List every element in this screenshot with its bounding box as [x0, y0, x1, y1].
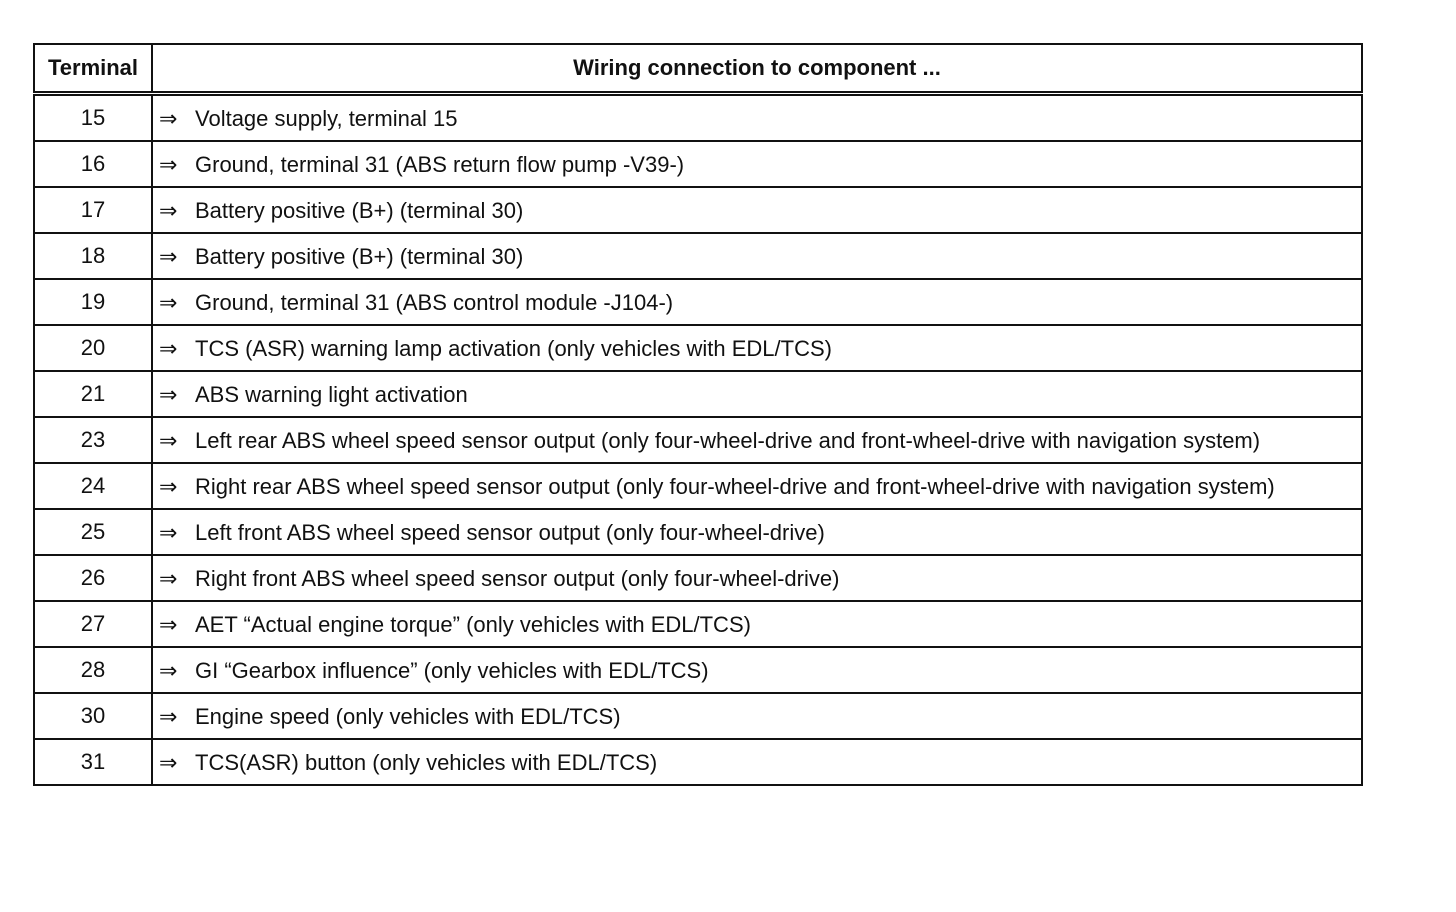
connection-content: ⇒ Left front ABS wheel speed sensor outpu…: [157, 519, 1353, 547]
connection-content: ⇒ TCS (ASR) warning lamp activation (only…: [157, 335, 1353, 363]
right-double-arrow-icon: ⇒: [159, 382, 178, 407]
terminal-number: 23: [33, 416, 153, 464]
table-row: 21⇒ ABS warning light activation: [33, 370, 1363, 418]
connection-content: ⇒ ABS warning light activation: [157, 381, 1353, 409]
connection-description: Right front ABS wheel speed sensor outpu…: [195, 566, 840, 591]
right-double-arrow-icon: ⇒: [159, 750, 178, 775]
connection-cell: ⇒ Battery positive (B+) (terminal 30): [151, 186, 1363, 234]
terminal-number: 18: [33, 232, 153, 280]
right-double-arrow-icon: ⇒: [159, 520, 178, 545]
connection-cell: ⇒ TCS(ASR) button (only vehicles with EDL…: [151, 738, 1363, 786]
right-double-arrow-icon: ⇒: [159, 106, 178, 131]
connection-cell: ⇒ Left front ABS wheel speed sensor outpu…: [151, 508, 1363, 556]
terminal-number: 26: [33, 554, 153, 602]
connection-description: ABS warning light activation: [195, 382, 468, 407]
connection-description: GI “Gearbox influence” (only vehicles wi…: [195, 658, 709, 683]
right-double-arrow-icon: ⇒: [159, 658, 178, 683]
connection-description: TCS (ASR) warning lamp activation (only …: [195, 336, 832, 361]
terminal-number: 31: [33, 738, 153, 786]
connection-description: Voltage supply, terminal 15: [195, 106, 458, 131]
connection-content: ⇒ Engine speed (only vehicles with EDL/TC…: [157, 703, 1353, 731]
right-double-arrow-icon: ⇒: [159, 198, 178, 223]
table-row: 16⇒ Ground, terminal 31 (ABS return flow …: [33, 140, 1363, 188]
terminal-number: 20: [33, 324, 153, 372]
terminal-number: 16: [33, 140, 153, 188]
connection-content: ⇒ AET “Actual engine torque” (only vehicl…: [157, 611, 1353, 639]
right-double-arrow-icon: ⇒: [159, 336, 178, 361]
table-row: 23⇒ Left rear ABS wheel speed sensor outp…: [33, 416, 1363, 464]
table-row: 25⇒ Left front ABS wheel speed sensor out…: [33, 508, 1363, 556]
connection-cell: ⇒ Voltage supply, terminal 15: [151, 92, 1363, 142]
connection-content: ⇒ TCS(ASR) button (only vehicles with EDL…: [157, 749, 1353, 777]
connection-cell: ⇒ Ground, terminal 31 (ABS return flow pu…: [151, 140, 1363, 188]
connection-cell: ⇒ TCS (ASR) warning lamp activation (only…: [151, 324, 1363, 372]
connection-cell: ⇒ Left rear ABS wheel speed sensor output…: [151, 416, 1363, 464]
table-row: 28⇒ GI “Gearbox influence” (only vehicles…: [33, 646, 1363, 694]
connection-cell: ⇒ ABS warning light activation: [151, 370, 1363, 418]
terminal-number: 24: [33, 462, 153, 510]
connection-description: Ground, terminal 31 (ABS control module …: [195, 290, 674, 315]
connection-cell: ⇒ GI “Gearbox influence” (only vehicles w…: [151, 646, 1363, 694]
terminal-number: 17: [33, 186, 153, 234]
connection-description: AET “Actual engine torque” (only vehicle…: [195, 612, 751, 637]
connection-description: TCS(ASR) button (only vehicles with EDL/…: [195, 750, 658, 775]
right-double-arrow-icon: ⇒: [159, 428, 178, 453]
connection-content: ⇒ Ground, terminal 31 (ABS return flow pu…: [157, 151, 1353, 179]
terminal-number: 28: [33, 646, 153, 694]
table-row: 15⇒ Voltage supply, terminal 15: [33, 92, 1363, 142]
connection-content: ⇒ Right front ABS wheel speed sensor outp…: [157, 565, 1353, 593]
connection-description: Battery positive (B+) (terminal 30): [195, 244, 524, 269]
header-terminal: Terminal: [33, 43, 153, 95]
connection-description: Battery positive (B+) (terminal 30): [195, 198, 524, 223]
connection-content: ⇒ Left rear ABS wheel speed sensor output…: [157, 427, 1353, 455]
terminal-number: 19: [33, 278, 153, 326]
connection-content: ⇒ Voltage supply, terminal 15: [157, 105, 1353, 133]
table-row: 17⇒ Battery positive (B+) (terminal 30): [33, 186, 1363, 234]
right-double-arrow-icon: ⇒: [159, 612, 178, 637]
connection-cell: ⇒ Ground, terminal 31 (ABS control module…: [151, 278, 1363, 326]
table-row: 18⇒ Battery positive (B+) (terminal 30): [33, 232, 1363, 280]
right-double-arrow-icon: ⇒: [159, 290, 178, 315]
right-double-arrow-icon: ⇒: [159, 152, 178, 177]
table-row: 24⇒ Right rear ABS wheel speed sensor out…: [33, 462, 1363, 510]
header-wiring-connection: Wiring connection to component ...: [151, 43, 1363, 95]
connection-cell: ⇒ Battery positive (B+) (terminal 30): [151, 232, 1363, 280]
connection-description: Engine speed (only vehicles with EDL/TCS…: [195, 704, 621, 729]
terminal-number: 27: [33, 600, 153, 648]
connection-description: Right rear ABS wheel speed sensor output…: [195, 474, 1275, 499]
terminal-number: 25: [33, 508, 153, 556]
connection-cell: ⇒ Right front ABS wheel speed sensor outp…: [151, 554, 1363, 602]
terminal-number: 21: [33, 370, 153, 418]
connection-content: ⇒ Ground, terminal 31 (ABS control module…: [157, 289, 1353, 317]
right-double-arrow-icon: ⇒: [159, 474, 178, 499]
table-row: 20⇒ TCS (ASR) warning lamp activation (on…: [33, 324, 1363, 372]
terminal-number: 30: [33, 692, 153, 740]
table-row: 26⇒ Right front ABS wheel speed sensor ou…: [33, 554, 1363, 602]
connection-description: Left front ABS wheel speed sensor output…: [195, 520, 825, 545]
table-header-row: Terminal Wiring connection to component …: [33, 43, 1363, 95]
terminal-number: 15: [33, 92, 153, 142]
connection-description: Ground, terminal 31 (ABS return flow pum…: [195, 152, 685, 177]
connection-cell: ⇒ Right rear ABS wheel speed sensor outpu…: [151, 462, 1363, 510]
table-row: 30⇒ Engine speed (only vehicles with EDL/…: [33, 692, 1363, 740]
connection-content: ⇒ Right rear ABS wheel speed sensor outpu…: [157, 473, 1353, 501]
connection-content: ⇒ GI “Gearbox influence” (only vehicles w…: [157, 657, 1353, 685]
connection-cell: ⇒ AET “Actual engine torque” (only vehicl…: [151, 600, 1363, 648]
table-row: 19⇒ Ground, terminal 31 (ABS control modu…: [33, 278, 1363, 326]
table-row: 27⇒ AET “Actual engine torque” (only vehi…: [33, 600, 1363, 648]
connection-description: Left rear ABS wheel speed sensor output …: [195, 428, 1261, 453]
right-double-arrow-icon: ⇒: [159, 566, 178, 591]
connection-cell: ⇒ Engine speed (only vehicles with EDL/TC…: [151, 692, 1363, 740]
table-row: 31⇒ TCS(ASR) button (only vehicles with E…: [33, 738, 1363, 786]
connection-content: ⇒ Battery positive (B+) (terminal 30): [157, 243, 1353, 271]
right-double-arrow-icon: ⇒: [159, 704, 178, 729]
right-double-arrow-icon: ⇒: [159, 244, 178, 269]
wiring-connection-table: Terminal Wiring connection to component …: [33, 43, 1363, 786]
connection-content: ⇒ Battery positive (B+) (terminal 30): [157, 197, 1353, 225]
